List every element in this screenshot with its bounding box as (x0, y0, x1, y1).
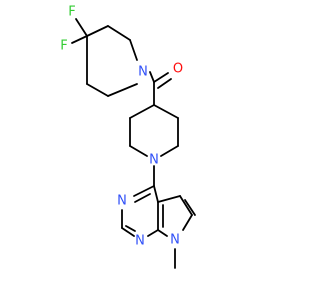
bond (160, 145, 179, 157)
atom-label-n-difluoropiperidine: N (138, 65, 148, 80)
atom-label-f-top: F (68, 5, 75, 20)
bond (121, 227, 135, 237)
bond (153, 72, 169, 83)
bond (184, 199, 196, 216)
bond (75, 18, 88, 37)
bond (182, 214, 193, 231)
structure-canvas: F F N O N N N N (60, 5, 196, 269)
atom-labels: F F N O N N N N (60, 5, 183, 249)
bond (157, 229, 168, 237)
bond (86, 25, 109, 37)
bond (71, 35, 88, 44)
bond (129, 39, 138, 61)
bond (129, 145, 148, 157)
bond (179, 195, 193, 216)
bond (153, 185, 159, 203)
bond (107, 25, 131, 41)
bond (147, 229, 159, 237)
bond (129, 104, 155, 119)
bond (86, 83, 109, 97)
atom-label-o-carbonyl: O (173, 62, 183, 77)
bond (133, 185, 155, 197)
bond (134, 193, 151, 203)
bond (107, 83, 138, 97)
atom-label-f-left: F (60, 39, 67, 54)
atom-label-n-pyrimidine-lower: N (135, 234, 145, 249)
bonds (71, 18, 196, 269)
atom-label-n-piperidine: N (149, 153, 159, 168)
molecule-diagram: F F N O N N N N (60, 5, 196, 269)
atom-label-n-pyrrole: N (170, 233, 180, 248)
bond (149, 71, 155, 83)
bond (125, 225, 136, 232)
bond (157, 78, 172, 89)
bond (153, 104, 179, 119)
bond (157, 195, 181, 203)
atom-label-n-pyrimidine-upper: N (117, 194, 127, 209)
